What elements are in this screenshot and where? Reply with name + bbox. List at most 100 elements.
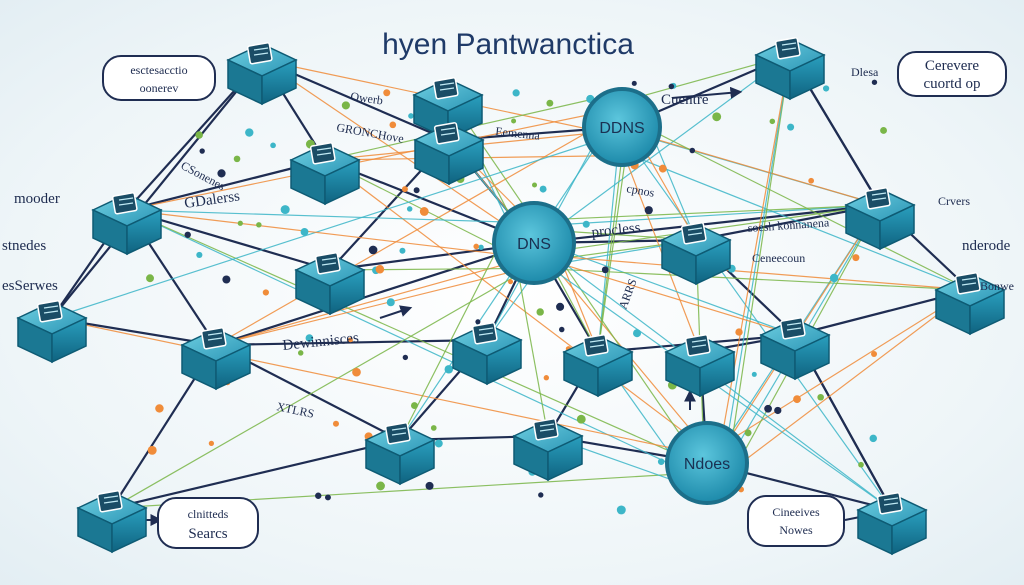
network-dot xyxy=(511,118,517,124)
link-line-thin xyxy=(730,54,791,449)
hub-nodes: Ndoes xyxy=(665,421,749,505)
network-dot xyxy=(539,185,547,193)
arrow-line xyxy=(379,305,413,319)
callout-top-right-line2: cuortd op xyxy=(923,76,980,92)
network-dot xyxy=(402,354,409,361)
network-dot xyxy=(744,429,752,437)
network-dot xyxy=(616,505,626,515)
label-dewinnisces: Dewinnisces xyxy=(282,330,360,354)
server-node xyxy=(412,77,484,141)
server-nodes xyxy=(16,37,1006,556)
link-line xyxy=(51,59,263,319)
hub-dns-label: DNS xyxy=(517,236,551,253)
network-dot xyxy=(601,266,609,274)
server-node xyxy=(759,317,831,381)
network-dot xyxy=(475,319,481,325)
network-dot xyxy=(406,206,413,212)
network-dot xyxy=(383,89,391,97)
network-dot xyxy=(787,123,795,131)
network-dot xyxy=(155,404,164,413)
link-line-thin xyxy=(615,127,881,206)
network-dot xyxy=(305,334,314,342)
callout-bottom-left-line2: Searcs xyxy=(188,526,227,542)
hub-ddns-label: DDNS xyxy=(599,120,644,137)
network-dot xyxy=(631,80,637,86)
server-node xyxy=(294,252,366,316)
network-dot xyxy=(668,83,675,90)
label-serwes: esSerwes xyxy=(2,278,58,294)
network-dot xyxy=(147,445,157,455)
network-dot xyxy=(582,220,590,228)
server-node xyxy=(562,334,634,398)
callout-bottom-left-line1: clnitteds xyxy=(188,507,229,521)
link-line-thin xyxy=(399,225,510,441)
network-dot xyxy=(822,85,830,92)
callout-top-right-line1: Cerevere xyxy=(925,58,979,74)
network-dot xyxy=(829,273,839,283)
link-line xyxy=(533,203,881,245)
link-line-thin xyxy=(511,266,971,291)
label-crvers: Crvers xyxy=(938,194,970,208)
network-dot xyxy=(774,406,782,415)
label-gdalerss: GDalerss xyxy=(183,188,241,212)
network-dot xyxy=(538,492,544,498)
link-line-thin xyxy=(556,255,971,291)
network-dot xyxy=(332,420,339,427)
network-dot xyxy=(543,375,550,381)
network-dot xyxy=(419,207,429,216)
network-dot xyxy=(871,350,878,357)
link-line-thin xyxy=(714,289,971,484)
link-line-thin xyxy=(126,209,512,257)
server-node xyxy=(664,334,736,398)
network-dot xyxy=(559,326,565,333)
server-node xyxy=(856,492,928,556)
network-dot xyxy=(352,367,361,377)
link-line-thin xyxy=(215,259,522,346)
network-dot xyxy=(401,186,408,193)
network-dot xyxy=(793,395,801,404)
network-dot xyxy=(262,289,269,296)
label-ccenecoun: Ceneecoun xyxy=(752,251,805,265)
label-moder: mooder xyxy=(14,191,60,207)
link-line-thin xyxy=(324,159,705,448)
network-dot xyxy=(300,228,309,236)
hub-nodes-label: Ndoes xyxy=(684,456,730,473)
network-dot xyxy=(658,164,667,173)
server-node xyxy=(512,418,584,482)
server-node xyxy=(413,122,485,186)
network-dot xyxy=(413,187,420,194)
link-line-thin xyxy=(560,54,791,225)
callout-top-left-line2: oonerev xyxy=(140,81,179,95)
network-dot xyxy=(199,148,205,154)
network-dot xyxy=(386,298,395,307)
link-line xyxy=(215,241,535,347)
network-dot xyxy=(712,112,722,122)
callout-bottom-right-line1: Cineeives xyxy=(772,505,820,519)
network-dot xyxy=(473,243,480,250)
network-dot xyxy=(389,121,397,129)
hub-dns: DNS xyxy=(492,201,576,285)
network-dot xyxy=(871,79,878,85)
network-dot xyxy=(315,492,322,499)
network-dot xyxy=(576,414,586,424)
label-dlesa: Dlesa xyxy=(851,65,879,79)
label-procless: procless xyxy=(591,220,642,241)
network-dot xyxy=(408,113,414,119)
network-dot xyxy=(657,458,665,466)
label-owerb: Owerb xyxy=(350,89,384,107)
network-dot xyxy=(532,182,538,188)
label-eemenna: Eemenna xyxy=(495,124,542,143)
network-dot xyxy=(245,128,254,137)
callout-top-right: Cerevere cuortd op xyxy=(897,51,1007,97)
network-dot xyxy=(880,127,887,134)
network-dot xyxy=(644,206,653,215)
callout-bottom-right: Cineeives Nowes xyxy=(747,495,845,547)
network-dot xyxy=(376,481,385,491)
link-line-thin xyxy=(126,209,678,456)
network-dot xyxy=(368,245,378,255)
link-line xyxy=(215,338,488,347)
network-dot xyxy=(297,350,304,356)
network-dot xyxy=(399,247,406,254)
network-dot xyxy=(233,155,241,163)
